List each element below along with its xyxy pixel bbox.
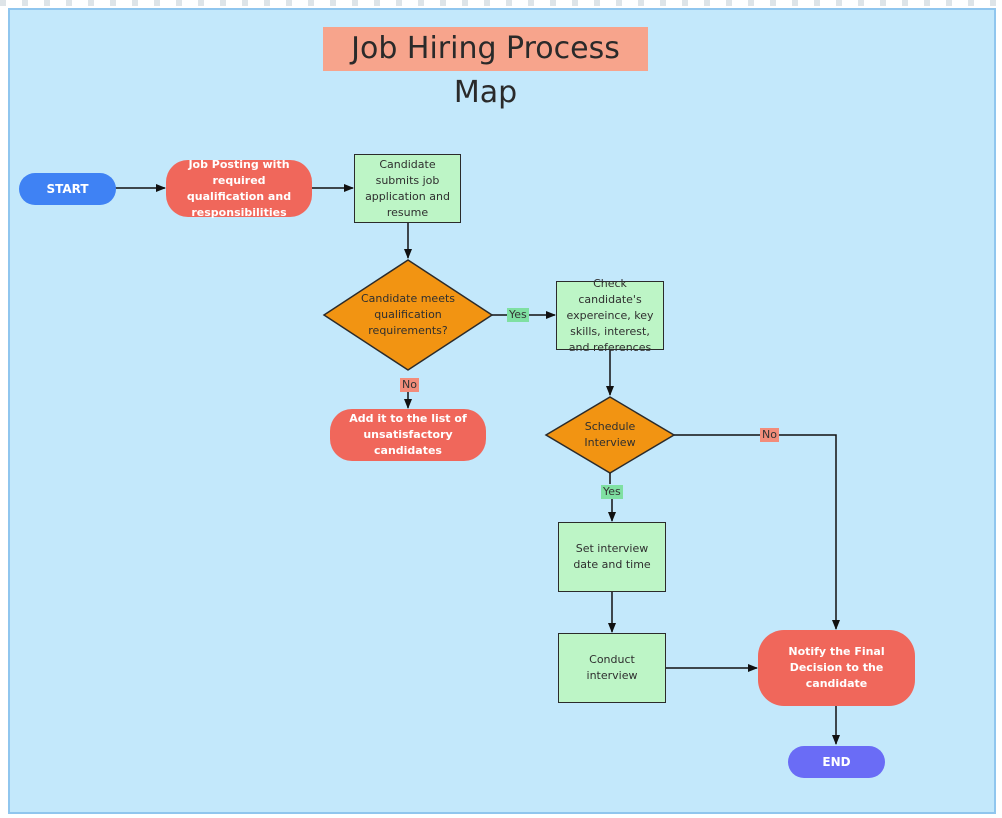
- schedule-interview-label[interactable]: Schedule Interview: [584, 420, 636, 449]
- no-label-meets: No: [400, 378, 419, 392]
- edge-schedule-no-part2: [776, 434, 840, 630]
- check-candidate-node[interactable]: Check candidate's expereince, key skills…: [556, 277, 664, 354]
- conduct-interview-node[interactable]: Conduct interview: [558, 633, 666, 703]
- meets-requirements-label[interactable]: Candidate meets qualification requiremen…: [360, 292, 456, 337]
- end-node[interactable]: END: [788, 746, 885, 778]
- submit-application-node[interactable]: Candidate submits job application and re…: [354, 154, 461, 223]
- notify-decision-node[interactable]: Notify the Final Decision to the candida…: [758, 630, 915, 706]
- yes-label-meets: Yes: [507, 308, 529, 322]
- yes-label-schedule: Yes: [601, 485, 623, 499]
- decision-diamond-meets-requirements: [322, 259, 494, 371]
- job-posting-node[interactable]: Job Posting with required qualification …: [166, 158, 312, 219]
- no-label-schedule: No: [760, 428, 779, 442]
- set-date-time-node[interactable]: Set interview date and time: [558, 522, 666, 592]
- unsatisfactory-list-node[interactable]: Add it to the list of unsatisfactory can…: [330, 409, 486, 461]
- start-node[interactable]: START: [19, 173, 116, 205]
- canvas-top-dashes: [0, 0, 1002, 6]
- diagram-title: Job Hiring Process Map: [323, 27, 648, 110]
